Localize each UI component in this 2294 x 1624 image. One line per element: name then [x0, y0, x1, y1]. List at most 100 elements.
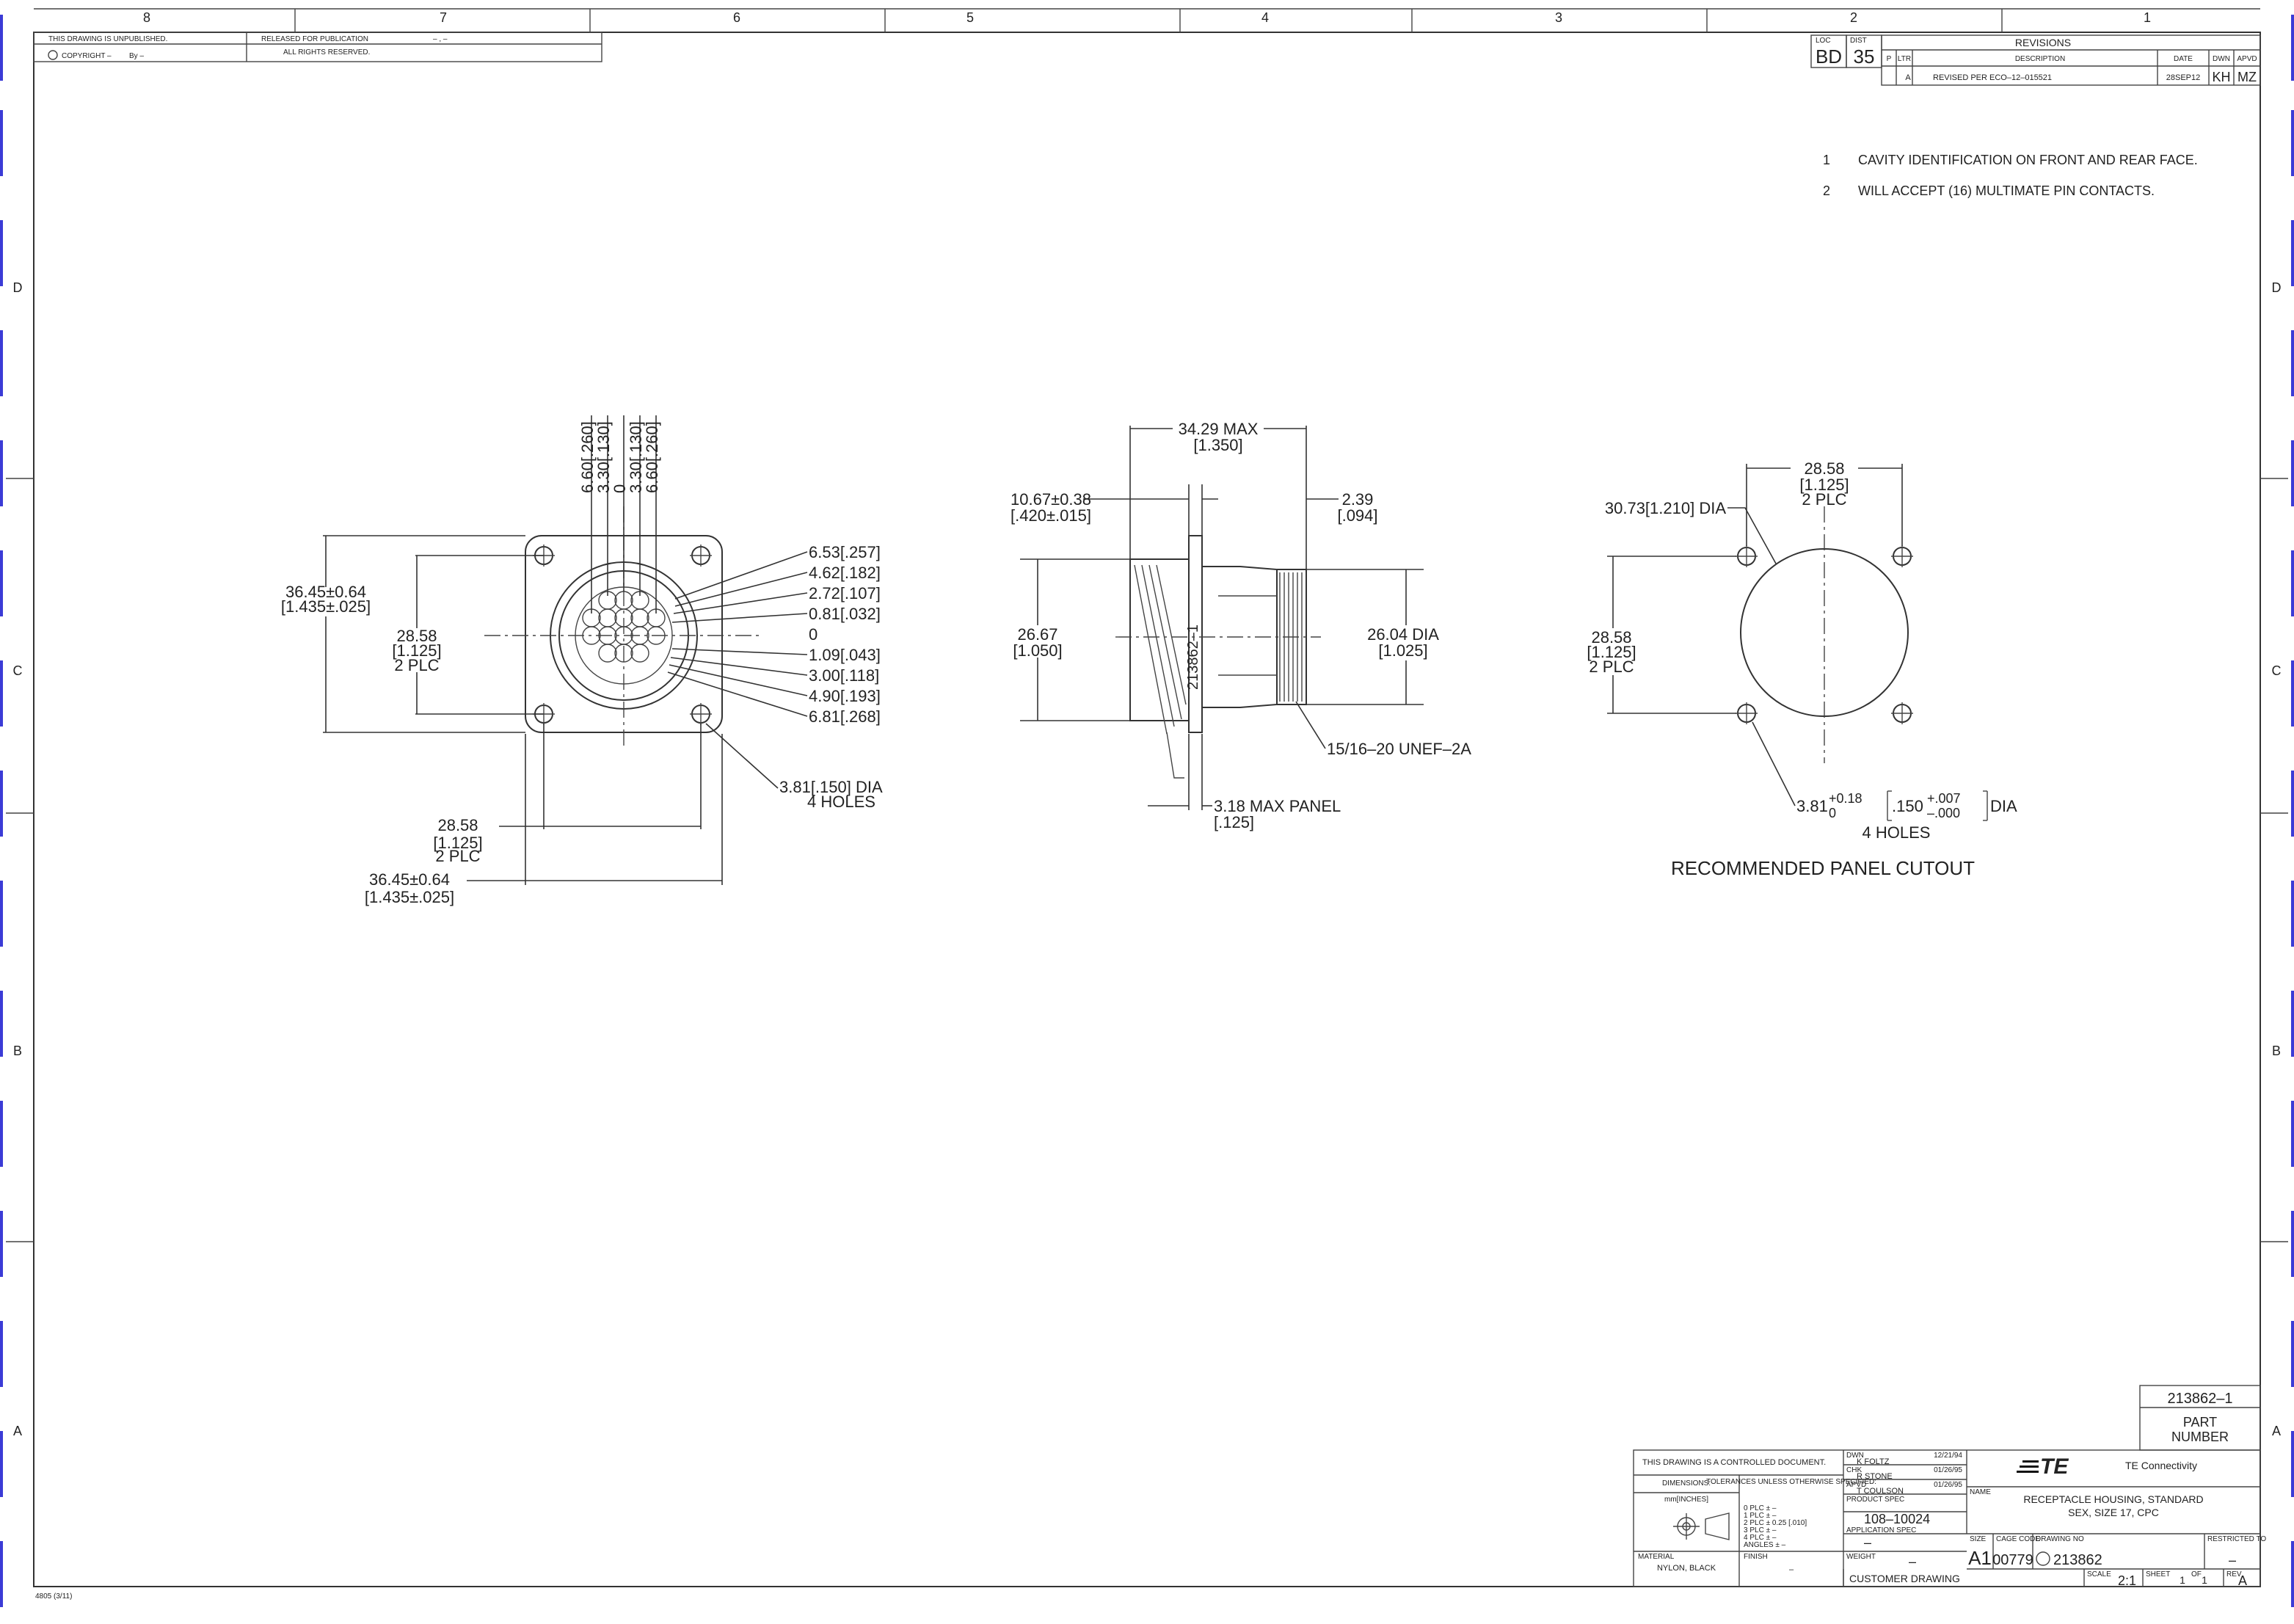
tol-row-3: 3 PLC ± –	[1744, 1526, 1777, 1534]
right-dim-4: 0.81[.032]	[809, 605, 881, 623]
dwn-date: 12/21/94	[1934, 1452, 1962, 1460]
cutout-hole-dia: DIA	[1990, 797, 2017, 815]
cutout-left-dim-c: 2 PLC	[1589, 658, 1634, 676]
front-hole-dim: 3.81[.150] DIA	[779, 778, 883, 796]
side-dia-dim-a: 26.04 DIA	[1367, 625, 1439, 644]
rights-text: ALL RIGHTS RESERVED.	[283, 48, 370, 57]
rev-col-p: P	[1887, 55, 1892, 63]
loc-dist-block: LOC BD DIST 35	[1810, 34, 1882, 68]
title-block: THIS DRAWING IS A CONTROLLED DOCUMENT. D…	[1633, 1449, 2266, 1588]
cutout-top-dim-c: 2 PLC	[1802, 490, 1846, 509]
zone-3: 3	[1555, 10, 1562, 25]
edge-markers	[0, 15, 2294, 1607]
size-value: A1	[1968, 1547, 1992, 1569]
drawing-frame	[6, 8, 2288, 1587]
cutout-hole-tol-up: +0.18	[1829, 791, 1862, 806]
rev-value: A	[2238, 1573, 2247, 1588]
rev-row-date: 28SEP12	[2166, 73, 2200, 82]
sheet-value: 1	[2180, 1574, 2185, 1586]
cutout-left-dim-a: 28.58	[1591, 628, 1631, 647]
bottom-inner-dim-b: [1.125]	[433, 834, 482, 852]
right-dim-9: 6.81[.268]	[809, 707, 881, 726]
drawing-no-label: DRAWING NO	[2036, 1535, 2084, 1543]
tol-row-4: 4 PLC ± –	[1744, 1534, 1777, 1542]
panel-cutout-view: 28.58 [1.125] 2 PLC 30.73[1.210] DIA 28.…	[1587, 459, 2017, 879]
weight-label: WEIGHT	[1846, 1553, 1876, 1561]
part-label-a: PART	[2183, 1415, 2217, 1430]
front-hole-count: 4 HOLES	[807, 793, 875, 811]
front-view: 6.60[.260] 3.30[.130] 0 3.30[.130] 6.60[…	[281, 415, 883, 906]
sheet-of-label: OF	[2191, 1570, 2202, 1579]
chk-name: R STONE	[1857, 1472, 1893, 1481]
scale-value: 2:1	[2118, 1573, 2136, 1588]
cage-value: 00779	[1992, 1552, 2033, 1568]
apvd-label: APVD	[1846, 1481, 1866, 1489]
controlled-text: THIS DRAWING IS A CONTROLLED DOCUMENT.	[1642, 1458, 1826, 1467]
part-number-box: 213862–1 PART NUMBER	[2139, 1385, 2261, 1451]
cutout-hole-main: 3.81	[1796, 797, 1828, 815]
side-max-dim-b: [1.350]	[1193, 436, 1242, 454]
released-text: RELEASED FOR PUBLICATION	[261, 35, 368, 43]
copyright-icon	[48, 50, 58, 60]
zone-4: 4	[1261, 10, 1269, 25]
zone-numbers: 8 7 6 5 4 3 2 1	[143, 10, 2151, 25]
loc-value: BD	[1816, 45, 1842, 68]
dist-label: DIST	[1850, 37, 1867, 45]
cutout-hole-inch: .150	[1892, 797, 1923, 815]
material-value: NYLON, BLACK	[1657, 1564, 1716, 1573]
loc-label: LOC	[1816, 37, 1831, 45]
name-label: NAME	[1970, 1488, 1991, 1496]
material-label: MATERIAL	[1638, 1553, 1675, 1561]
te-logo-icon: TE	[2017, 1454, 2069, 1479]
cutout-hole-inch-dn: –.000	[1927, 806, 1960, 820]
top-dim-4: 3.30[.130]	[627, 421, 645, 493]
left-inner-dim-c: 2 PLC	[394, 656, 439, 674]
right-dim-3: 2.72[.107]	[809, 584, 881, 602]
dimensions-label: DIMENSIONS:	[1662, 1479, 1711, 1488]
top-dim-3: 0	[611, 484, 629, 493]
finish-value: –	[1789, 1565, 1794, 1574]
right-dim-1: 6.53[.257]	[809, 543, 881, 561]
rev-row-apvd: MZ	[2237, 70, 2257, 84]
unpublished-text: THIS DRAWING IS UNPUBLISHED.	[48, 35, 167, 43]
sheet-of-value: 1	[2202, 1574, 2207, 1586]
customer-drawing: CUSTOMER DRAWING	[1849, 1573, 1960, 1584]
product-spec-value: 108–10024	[1864, 1512, 1930, 1526]
tol-row-5: ANGLES ± –	[1744, 1541, 1786, 1549]
right-dim-8: 4.90[.193]	[809, 687, 881, 705]
left-inner-dim-a: 28.58	[396, 627, 437, 645]
weight-value: –	[1909, 1554, 1916, 1569]
side-panel-dim-b: [.125]	[1214, 813, 1254, 831]
copyright-dash: –	[107, 52, 112, 60]
rev-row-ltr: A	[1905, 73, 1911, 82]
side-flange-dim-a: 10.67±0.38	[1011, 490, 1091, 509]
top-dim-1: 6.60[.260]	[578, 421, 597, 493]
rev-label: REV	[2226, 1570, 2242, 1579]
rev-col-apvd: APVD	[2237, 55, 2257, 63]
rev-col-dwn: DWN	[2213, 55, 2230, 63]
app-spec-value: –	[1864, 1535, 1871, 1550]
app-spec-label: APPLICATION SPEC	[1846, 1526, 1916, 1534]
side-panel-dim-a: 3.18 MAX PANEL	[1214, 797, 1341, 815]
zone-letters: D C B A D C B A	[13, 280, 2282, 1438]
size-label: SIZE	[1970, 1535, 1987, 1543]
released-by: – , –	[433, 35, 448, 43]
side-dia-dim-b: [1.025]	[1378, 641, 1427, 660]
cutout-top-dim-a: 28.58	[1804, 459, 1844, 478]
zone-C-right: C	[2272, 663, 2282, 678]
rev-row-dwn: KH	[2212, 70, 2230, 84]
zone-B-right: B	[2272, 1044, 2281, 1058]
product-spec-label: PRODUCT SPEC	[1846, 1496, 1904, 1504]
side-max-dim-a: 34.29 MAX	[1179, 420, 1259, 438]
side-flange-dim-b: [.420±.015]	[1011, 506, 1091, 525]
zone-B-left: B	[13, 1044, 22, 1058]
dwn-name: K FOLTZ	[1857, 1457, 1890, 1466]
right-dim-6: 1.09[.043]	[809, 646, 881, 664]
bottom-outer-dim-a: 36.45±0.64	[369, 870, 450, 889]
side-height-dim-a: 26.67	[1017, 625, 1057, 644]
drawing-name-a: RECEPTACLE HOUSING, STANDARD	[2023, 1493, 2203, 1505]
cage-label: CAGE CODE	[1996, 1535, 2040, 1543]
notes: 1 CAVITY IDENTIFICATION ON FRONT AND REA…	[1823, 153, 2198, 198]
restricted-label: RESTRICTED TO	[2207, 1535, 2266, 1543]
